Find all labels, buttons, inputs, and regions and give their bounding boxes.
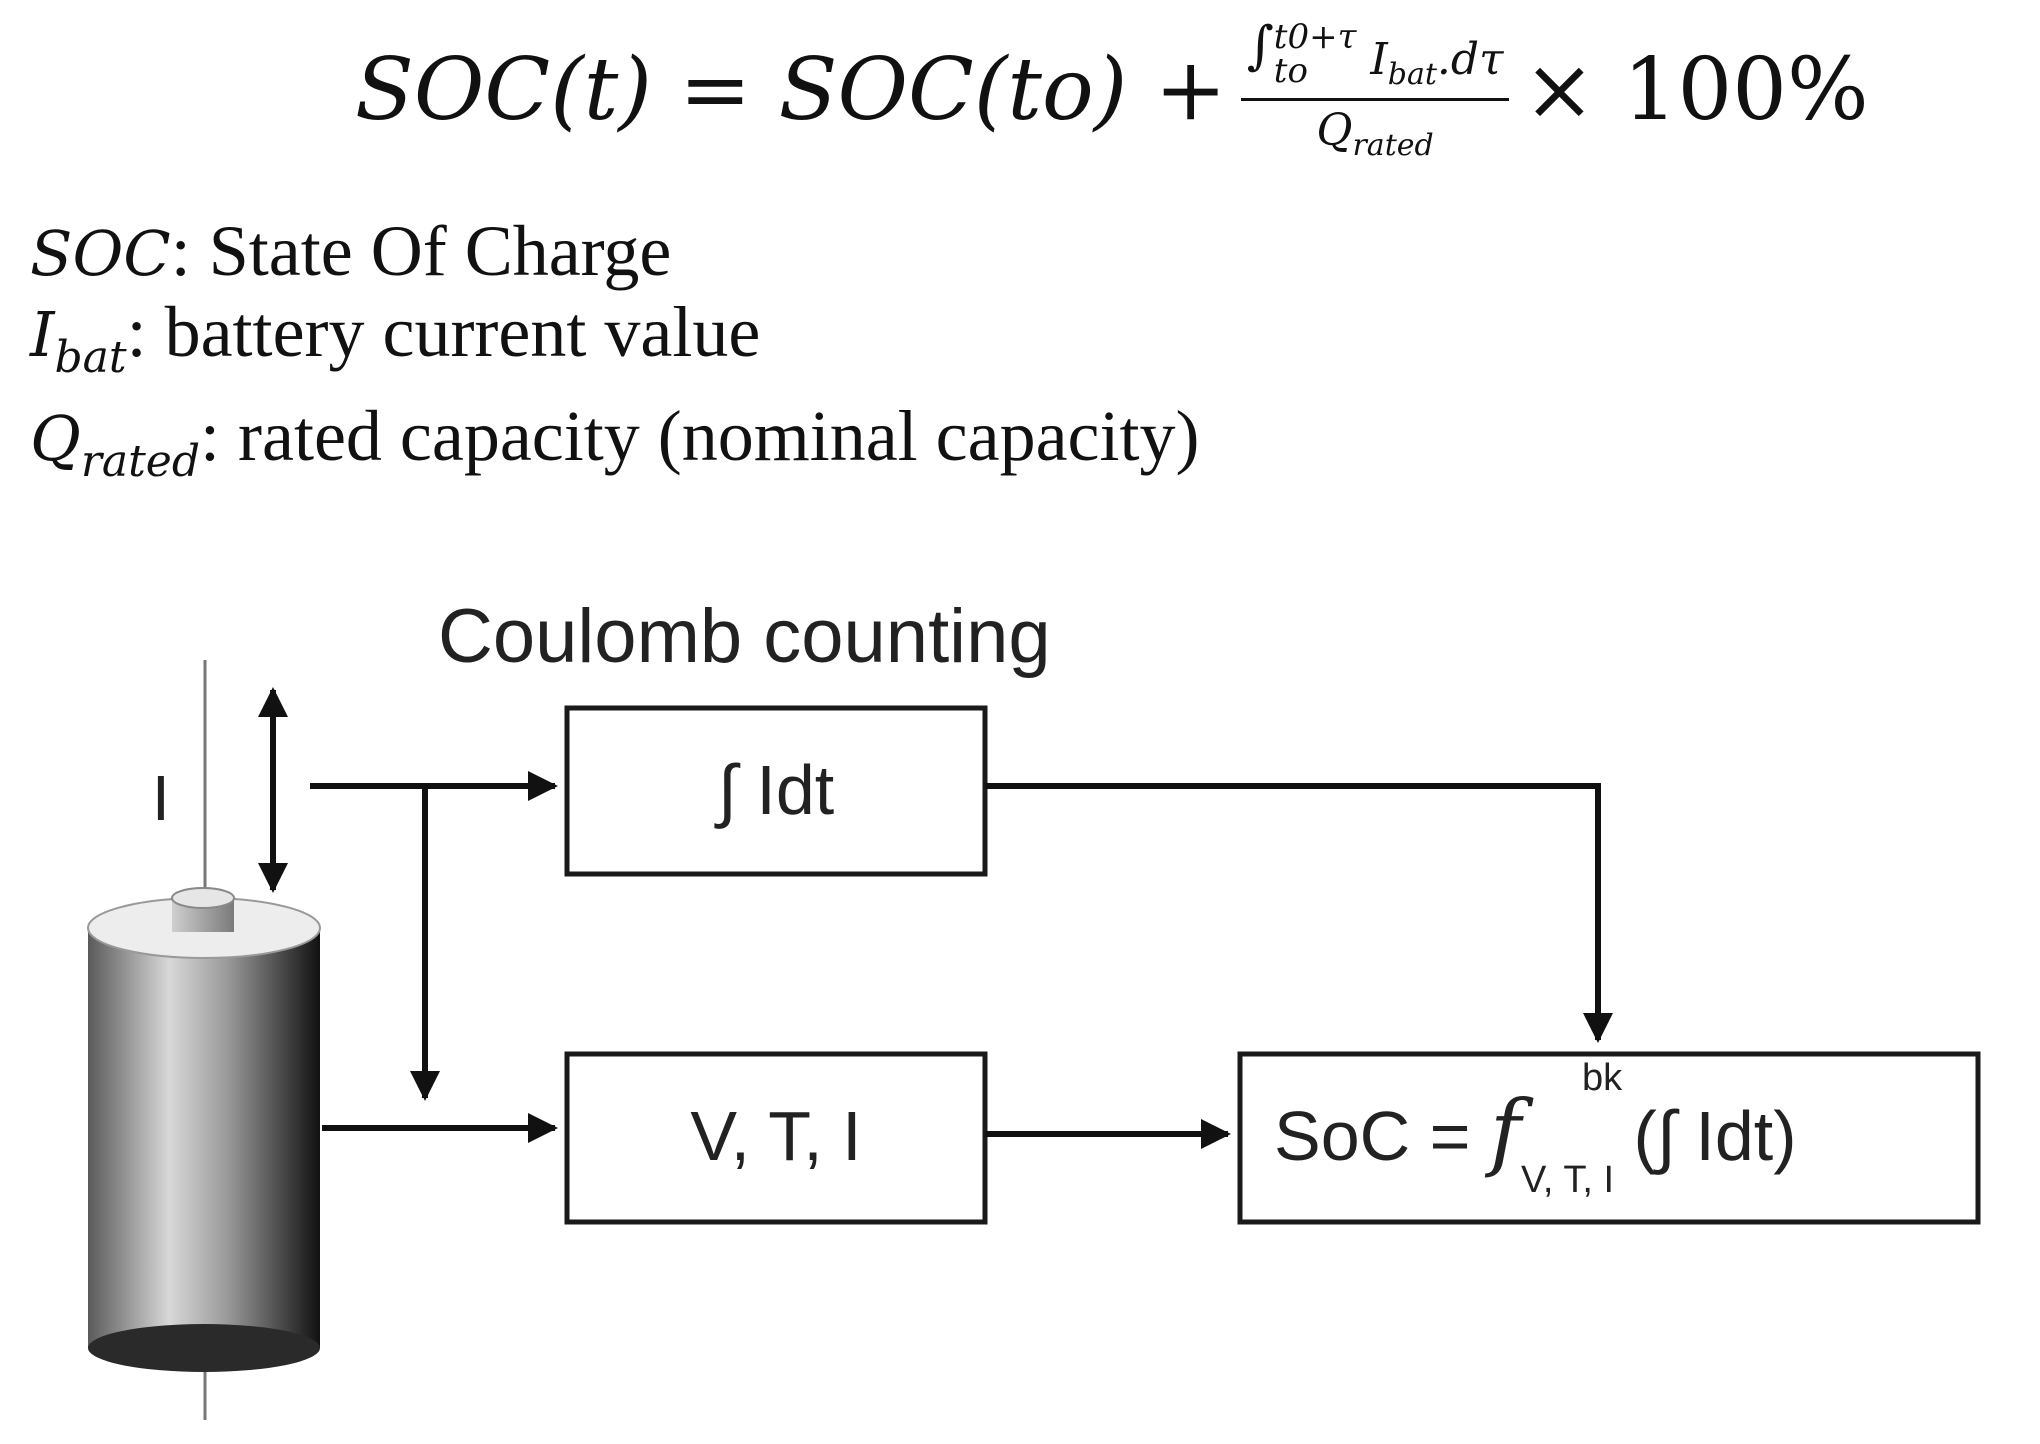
formula-lhs: SOC(t) = SOC(to) + <box>355 40 1227 141</box>
diagram-title: Coulomb counting <box>438 594 1051 679</box>
symbol-legend: SOC: State Of Charge Ibat: battery curre… <box>30 212 1200 501</box>
legend-symbol: I <box>30 298 55 371</box>
battery-body <box>88 928 320 1348</box>
soc-superscript: bk <box>1582 1057 1623 1099</box>
numerator-current: Ibat.dτ <box>1370 38 1503 90</box>
legend-sub: rated <box>80 436 200 487</box>
denominator-q: Q <box>1316 104 1353 156</box>
legend-symbol: SOC <box>30 217 171 290</box>
arrow-integral-to-soc <box>985 783 1613 1043</box>
lower-limit: to <box>1273 51 1308 91</box>
vti-box-label: V, T, I <box>690 1097 861 1175</box>
legend-sub: bat <box>54 332 127 383</box>
soc-box <box>1237 1051 1981 1225</box>
fraction-bar <box>1240 97 1510 101</box>
battery-bottom <box>88 1324 320 1372</box>
soc-suffix: (∫ Idt) <box>1614 1097 1797 1175</box>
integral-box-label: ∫ Idt <box>714 751 834 829</box>
legend-row-qrated: Qrated: rated capacity (nominal capacity… <box>30 397 1200 501</box>
integral-limits: t0+τ to <box>1274 20 1357 88</box>
numerator-tail: .dτ <box>1436 34 1504 85</box>
vti-box <box>564 1051 988 1225</box>
legend-row-ibat: Ibat: battery current value <box>30 293 1200 397</box>
legend-row-soc: SOC: State Of Charge <box>30 212 1200 293</box>
legend-desc: : battery current value <box>126 292 761 372</box>
soc-prefix: SoC = <box>1274 1097 1490 1175</box>
formula-numerator: ∫ t0+τ to Ibat.dτ <box>1241 20 1510 98</box>
formula-rhs: × 100% <box>1523 40 1869 141</box>
denominator-sub: rated <box>1352 127 1434 163</box>
numerator-sub: bat <box>1387 56 1437 92</box>
battery-terminal-top <box>171 887 235 909</box>
soc-formula: SOC(t) = SOC(to) + ∫ t0+τ to Ibat.dτ Qra… <box>355 20 1869 161</box>
battery-icon <box>87 887 321 1372</box>
soc-subscript: V, T, I <box>1521 1159 1614 1201</box>
legend-desc: : State Of Charge <box>170 211 672 291</box>
formula-fraction: ∫ t0+τ to Ibat.dτ Qrated <box>1240 20 1510 161</box>
formula-denominator: Qrated <box>1316 101 1433 161</box>
integral-sign: ∫ <box>1246 16 1274 76</box>
legend-symbol: Q <box>30 402 81 475</box>
upper-limit: t0+τ <box>1273 17 1357 57</box>
numerator-i: I <box>1370 34 1388 85</box>
legend-desc: : rated capacity (nominal capacity) <box>200 396 1200 476</box>
current-label: I <box>152 762 170 834</box>
integral-box <box>564 705 988 877</box>
